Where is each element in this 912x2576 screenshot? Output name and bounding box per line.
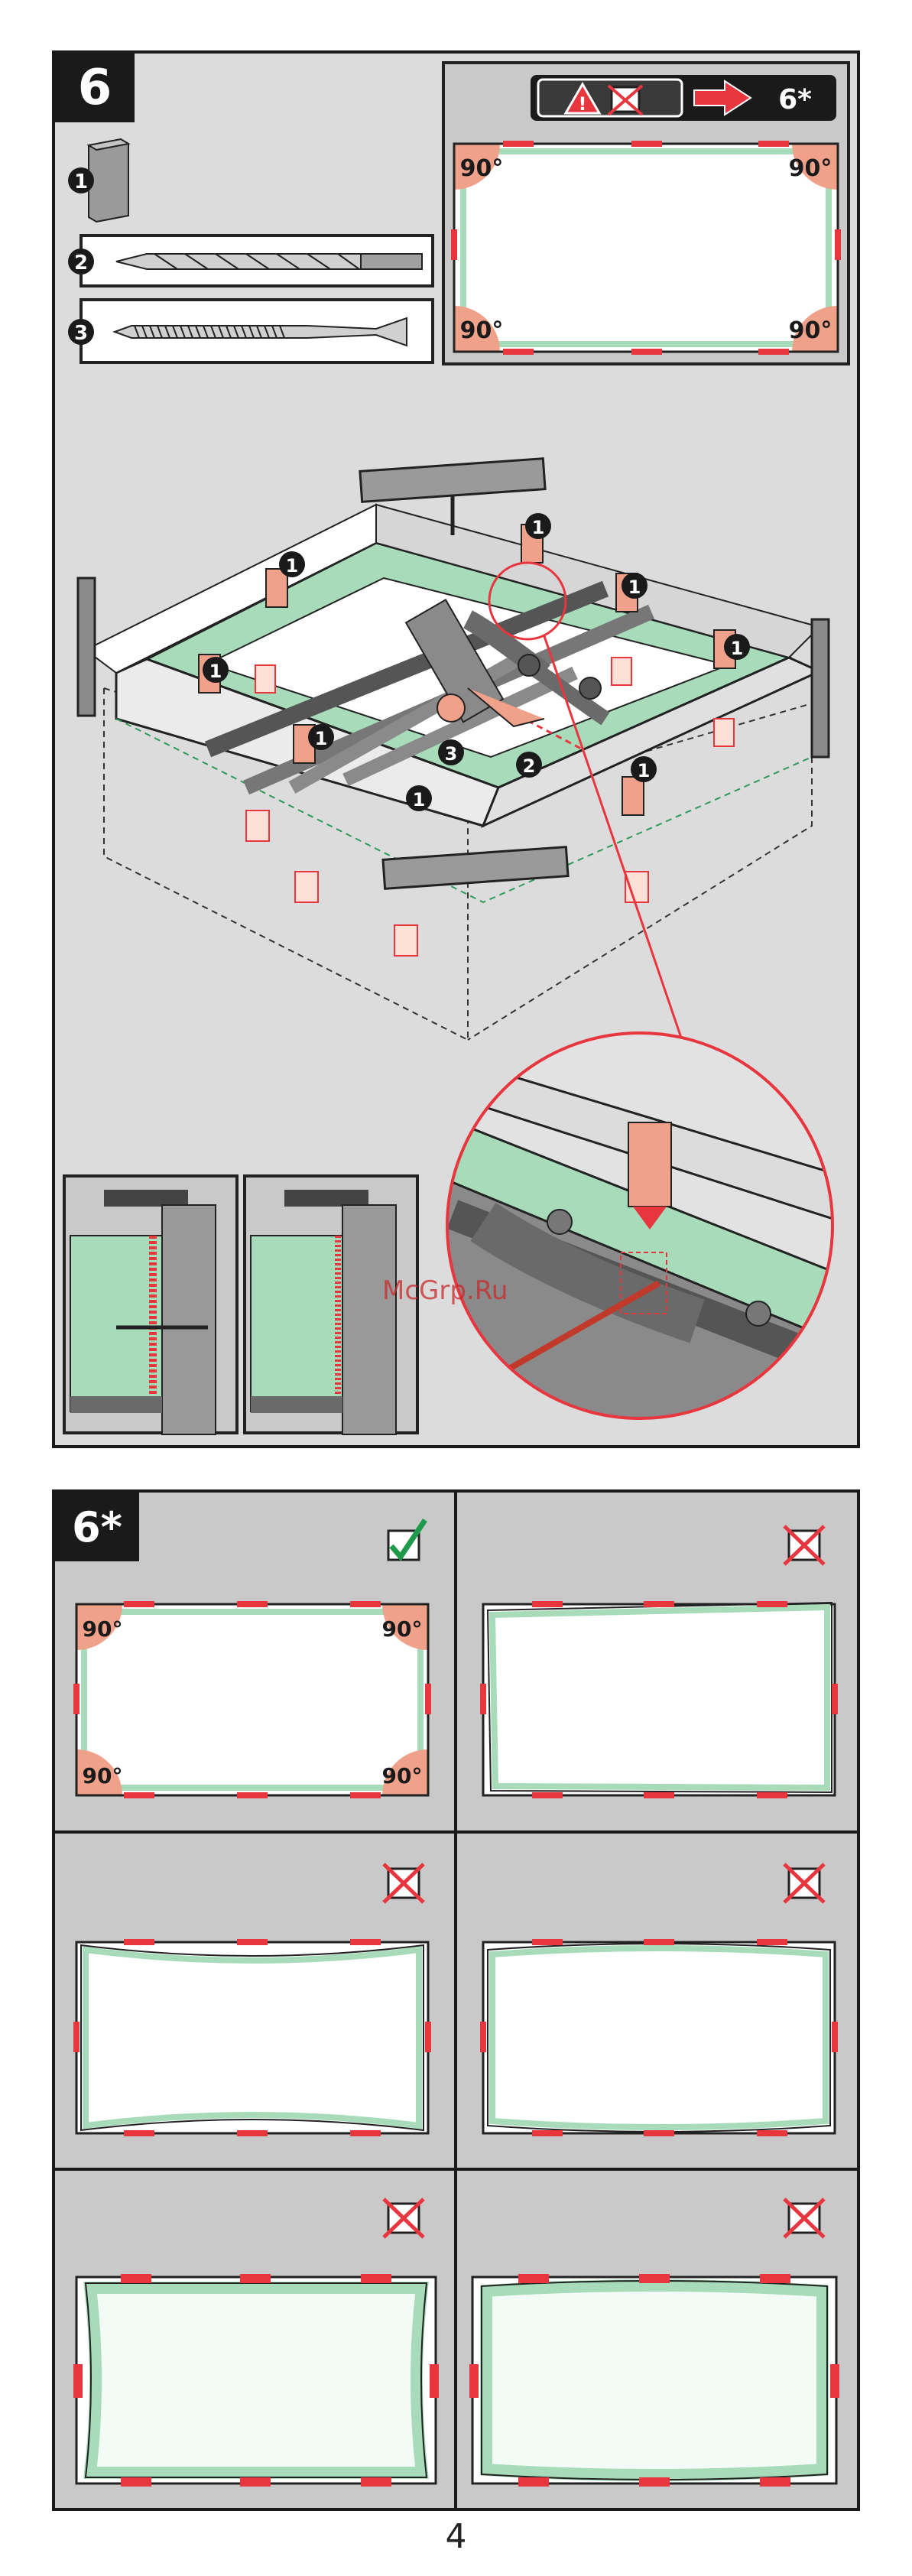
- crossed-box-icon: [609, 86, 642, 115]
- callout-1e: 1: [209, 661, 222, 682]
- corner-angle-bl: 90°: [460, 317, 504, 344]
- callout-1d: 1: [731, 638, 744, 659]
- bottom-handle-bar: [383, 847, 568, 889]
- callout-3: 3: [445, 743, 458, 765]
- part-3-screw: 3: [68, 300, 433, 362]
- step-6-badge: 6: [55, 54, 135, 122]
- corner-angle-tl: 90°: [460, 155, 504, 182]
- callout-2: 2: [523, 755, 536, 777]
- corner-angle-tr: 90°: [789, 155, 832, 182]
- frame-wrong-pinched-ends: [469, 2199, 839, 2487]
- frame-check-grid: 90° 90° 90° 90°: [55, 1493, 857, 2508]
- crossed-box-icon: [384, 1864, 424, 1902]
- frame-correct: 90° 90° 90° 90°: [73, 1520, 431, 1798]
- corner-angle-br: 90°: [789, 317, 832, 344]
- frame-wrong-bowed-outward: [480, 1864, 838, 2136]
- svg-text:!: !: [579, 93, 587, 115]
- check-angle-bl: 90°: [83, 1763, 123, 1788]
- right-post: [812, 619, 829, 757]
- callout-1f: 1: [315, 728, 328, 749]
- callout-1h: 1: [638, 760, 651, 781]
- check-angle-tr: 90°: [382, 1616, 423, 1642]
- watermark: McGrp.Ru: [382, 1275, 508, 1306]
- check-angle-tl: 90°: [83, 1616, 123, 1642]
- part-1-bracket: 1: [68, 139, 128, 222]
- page-number: 4: [0, 2517, 912, 2556]
- callout-1c: 1: [628, 577, 641, 598]
- callout-1a: 1: [286, 555, 299, 577]
- check-angle-br: 90°: [382, 1763, 423, 1788]
- frame-wrong-pinched-sides: [73, 2199, 439, 2487]
- check-box-icon: [388, 1520, 425, 1560]
- detail-inset-before: [64, 1176, 237, 1434]
- crossed-box-icon: [784, 1864, 824, 1902]
- callout-1b: 1: [532, 517, 545, 538]
- part-3-number: 3: [74, 322, 88, 345]
- crossed-box-icon: [784, 2199, 824, 2237]
- part-2-number: 2: [74, 252, 88, 274]
- frame-wrong-skewed: [480, 1526, 838, 1798]
- reference-inset: ! 6* 90° 90° 90° 90°: [442, 61, 852, 367]
- step-6-number: 6: [78, 60, 112, 116]
- callout-1g: 1: [413, 789, 426, 810]
- frame-wrong-bowed-horizontal: [73, 1864, 431, 2136]
- reference-target-label: 6*: [778, 84, 812, 115]
- zoom-detail: [437, 1023, 842, 1428]
- detail-insets: [63, 1174, 422, 1436]
- part-2-drill-bit: 2: [68, 236, 433, 286]
- left-post: [78, 578, 95, 716]
- crossed-box-icon: [384, 2199, 424, 2237]
- zoom-bracket: [628, 1122, 671, 1207]
- crossed-box-icon: [784, 1526, 824, 1564]
- parts-list: 1 2 3: [55, 130, 445, 375]
- part-1-number: 1: [74, 171, 88, 193]
